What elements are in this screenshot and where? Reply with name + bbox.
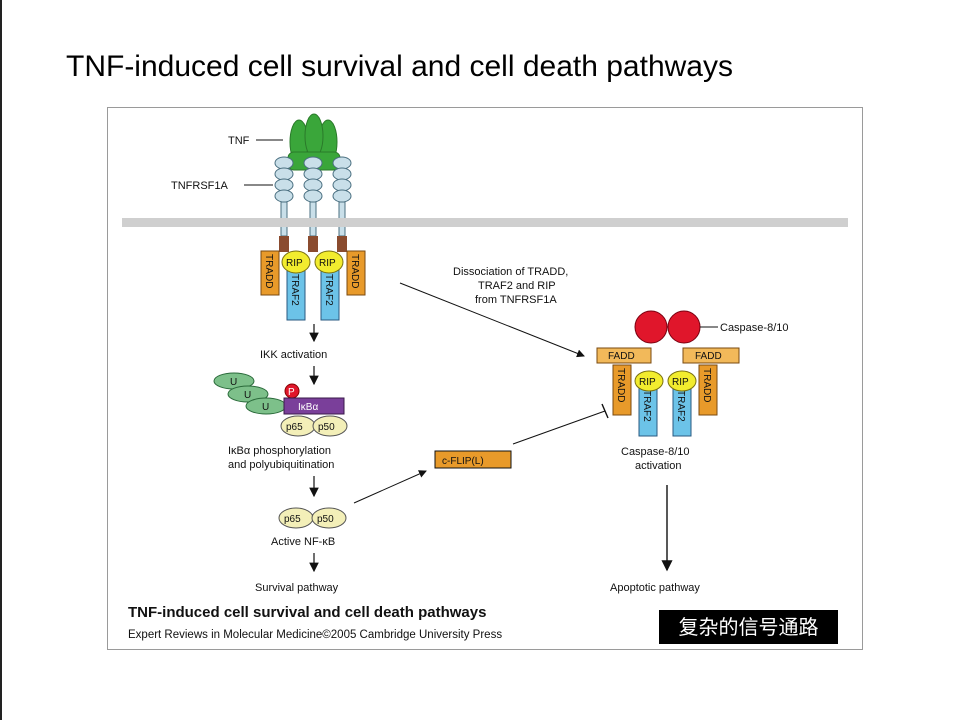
rip-r1-label: RIP [639,377,656,388]
dissociation-label-3: from TNFRSF1A [475,294,557,306]
active-nfkb-complex: p65 p50 [278,507,347,529]
tradd-r2-label: TRADD [701,368,712,402]
caspase-activation-label-1: Caspase-8/10 [621,446,690,458]
phospho-label: P [288,387,295,398]
tradd-right-label: TRADD [349,254,360,288]
pathway-diagram: TNF TNFRSF1A [122,113,848,594]
ikba-complex: U U U P IκBα p65 p50 [213,372,348,437]
slide-title: TNF-induced cell survival and cell death… [66,50,733,83]
ikba-label: IκBα [298,402,318,413]
figure-caption-credit: Expert Reviews in Molecular Medicine©200… [128,629,503,641]
cflip-inhibition-line [512,410,606,445]
receptor-complex: TRADD TRADD TRAF2 TRAF2 RIP RIP [260,250,366,321]
active-nfkb-label: Active NF-κB [271,536,335,548]
apoptotic-pathway-label: Apoptotic pathway [610,582,700,594]
slide-left-border [0,0,2,720]
rip-left-label: RIP [286,258,303,269]
dissociation-label-1: Dissociation of TRADD, [453,266,568,278]
arrow-dissociation [399,282,585,358]
cell-membrane [122,218,848,227]
rip-right-label: RIP [319,258,336,269]
ikba-phospho-label-2: and polyubiquitination [228,459,334,471]
traf2-r2-label: TRAF2 [675,390,686,422]
ub-3-label: U [262,402,269,413]
tnf-label: TNF [228,135,250,147]
survival-pathway-label: Survival pathway [255,582,339,594]
traf2-r1-label: TRAF2 [641,390,652,422]
tnfrsf1a-label: TNFRSF1A [171,180,229,192]
traf2-left-label: TRAF2 [289,274,300,306]
p65-label-2: p65 [284,514,301,525]
caspase-label: Caspase-8/10 [720,322,789,334]
ikba-phospho-label-1: IκBα phosphorylation [228,445,331,457]
pathway-figure: TNF TNFRSF1A [107,107,863,650]
tradd-left-label: TRADD [263,254,274,288]
traf2-right-label: TRAF2 [323,274,334,306]
p50-label-1: p50 [318,422,335,433]
ub-2-label: U [244,390,251,401]
chinese-overlay-label: 复杂的信号通路 [659,610,838,644]
ikk-activation-label: IKK activation [260,349,327,361]
arrow-to-cflip [353,470,427,504]
rip-r2-label: RIP [672,377,689,388]
caspase-complex: FADD FADD TRADD TRADD TRAF2 TRAF2 RIP RI… [596,310,740,437]
tnfrsf1a-receptors [274,156,352,252]
ub-1-label: U [230,377,237,388]
dissociation-label-2: TRAF2 and RIP [478,280,556,292]
caspase-activation-label-2: activation [635,460,681,472]
figure-caption-title: TNF-induced cell survival and cell death… [128,604,487,621]
p50-label-2: p50 [317,514,334,525]
fadd-right-label: FADD [695,351,722,362]
cflip-label: c-FLIP(L) [442,456,484,467]
cflip-box [434,450,512,469]
cflip-inhibition-bar [601,403,609,419]
tradd-r1-label: TRADD [615,368,626,402]
p65-label-1: p65 [286,422,303,433]
fadd-left-label: FADD [608,351,635,362]
